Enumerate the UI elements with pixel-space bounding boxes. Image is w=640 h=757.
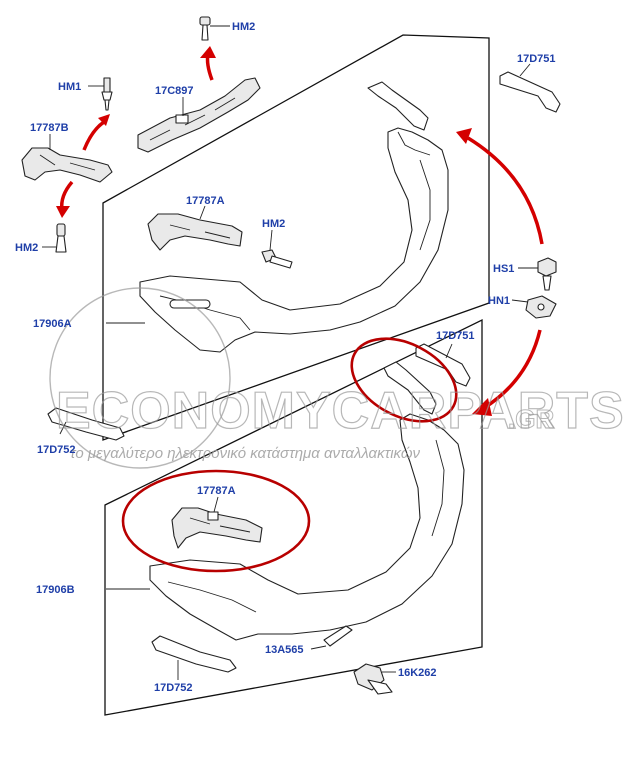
arrow-to-upper-cover-head <box>456 128 472 144</box>
arrow-down-hm2-head <box>56 206 70 218</box>
clip-upper-right <box>367 81 429 131</box>
label-17c897: 17C897 <box>155 85 194 97</box>
label-hm2-top: HM2 <box>232 21 255 33</box>
highlight-ring-bracket <box>121 469 311 573</box>
label-17d752-bottom: 17D752 <box>154 682 193 694</box>
label-17d751-top: 17D751 <box>517 53 556 65</box>
label-hn1: HN1 <box>488 295 510 307</box>
label-17787a-top: 17787A <box>186 195 225 207</box>
bumper-cover-17906b <box>106 413 465 641</box>
assembly-arrows <box>56 46 544 416</box>
arrow-up-hm1 <box>82 120 106 151</box>
label-16k262: 16K262 <box>398 667 437 679</box>
watermark-logo-circle <box>49 287 231 469</box>
label-hs1: HS1 <box>493 263 514 275</box>
clip-lower-highlighted <box>383 361 437 415</box>
label-hm2-mid: HM2 <box>262 218 285 230</box>
reflector-13a565 <box>310 625 353 650</box>
arrow-to-lower-cover <box>483 329 542 410</box>
watermark-domain: .GR <box>508 404 554 434</box>
hs1-screw <box>518 257 557 291</box>
label-17906a: 17906A <box>33 318 72 330</box>
arrow-to-lower-cover-head <box>472 398 492 416</box>
bracket-17787b <box>21 134 113 183</box>
arrow-down-hm2 <box>59 180 74 211</box>
watermark: ECONOMYCARPARTS .GR το μεγαλύτερο ηλεκτρ… <box>49 287 625 469</box>
upper-panel-frame <box>102 34 490 441</box>
highlight-ring-clip <box>350 337 458 423</box>
label-17906b: 17906B <box>36 584 75 596</box>
bracket-17c897 <box>137 77 261 153</box>
push-clip-16k262 <box>353 663 396 695</box>
watermark-tagline: το μεγαλύτερο ηλεκτρονικό κατάστημα αντα… <box>70 445 421 462</box>
hm2-left-clip <box>42 223 67 253</box>
label-17787b: 17787B <box>30 122 69 134</box>
label-hm1: HM1 <box>58 81 81 93</box>
label-17d752-top: 17D752 <box>37 444 76 456</box>
label-17787a-bottom: 17787A <box>197 485 236 497</box>
hm1-clip <box>88 77 113 111</box>
arrow-up-hm2-head <box>200 46 216 58</box>
arrow-up-hm1-head <box>98 114 110 126</box>
part-labels: HM2 17C897 HM1 17787B HM2 17D751 17787A … <box>15 21 556 694</box>
hm2-top-clip <box>199 16 230 41</box>
trim-17d752-bottom <box>151 635 237 680</box>
hm2-mid-clip <box>261 229 293 269</box>
watermark-brand: ECONOMYCARPARTS <box>56 382 625 440</box>
label-17d751-bottom: 17D751 <box>436 330 475 342</box>
label-13a565: 13A565 <box>265 644 304 656</box>
trim-17d751-top <box>499 63 561 113</box>
bracket-17787a-bottom <box>171 496 263 549</box>
hn1-nut <box>511 295 557 319</box>
label-hm2-left: HM2 <box>15 242 38 254</box>
arrow-to-upper-cover <box>467 136 544 245</box>
bracket-17787a-top <box>147 205 243 251</box>
